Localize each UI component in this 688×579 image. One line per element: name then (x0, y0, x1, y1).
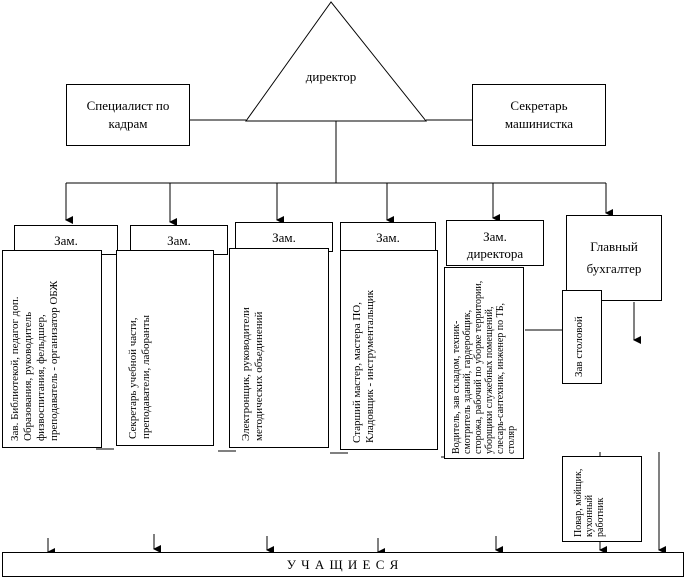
secretary-line2: машинистка (504, 116, 574, 131)
director-label: директор (305, 69, 357, 84)
deputy-5-staff: Водитель, зав складом, техник-смотритель… (451, 280, 517, 454)
director-triangle (245, 1, 428, 122)
deputy-4-head: Зам. (376, 230, 400, 245)
deputy-5-head-line2: директора (466, 246, 524, 261)
deputy-4-head-box: Зам. (340, 222, 436, 252)
hr-line1: Специалист по (86, 98, 170, 113)
canteen-head-box: Зав столовой (562, 290, 602, 384)
deputy-1-head: Зам. (54, 233, 78, 248)
accountant-line2: бухгалтер (586, 261, 642, 276)
students-label: У Ч А Щ И Е С Я (286, 557, 400, 572)
students-box: У Ч А Щ И Е С Я (2, 552, 684, 577)
deputy-4-staff: Старший мастер, мастера ПО, Кладовщик - … (351, 289, 376, 443)
deputy-1-body-box: Зав. Библиотекой, педагог доп. Образован… (2, 250, 102, 448)
deputy-2-head: Зам. (167, 233, 191, 248)
deputy-3-staff: Электронщик, руководители методических о… (240, 307, 265, 441)
kitchen-staff: Повар, мойщик, кухонный работник (573, 468, 606, 537)
deputy-5-head-box: Зам. директора (446, 220, 544, 266)
deputy-3-head: Зам. (272, 230, 296, 245)
deputy-3-body-box: Электронщик, руководители методических о… (229, 248, 329, 448)
hr-line2: кадрам (108, 116, 148, 131)
chief-accountant-box: Главный бухгалтер (566, 215, 662, 301)
deputy-4-body-box: Старший мастер, мастера ПО, Кладовщик - … (340, 250, 438, 450)
deputy-2-body-box: Секретарь учебной части, преподаватели, … (116, 250, 214, 446)
deputy-5-body-box: Водитель, зав складом, техник-смотритель… (444, 267, 524, 459)
deputy-5-head-line1: Зам. (483, 229, 507, 244)
secretary-box: Секретарь машинистка (472, 84, 606, 146)
hr-specialist-box: Специалист по кадрам (66, 84, 190, 146)
canteen-head: Зав столовой (573, 316, 585, 377)
deputy-2-staff: Секретарь учебной части, преподаватели, … (127, 315, 152, 439)
deputy-1-staff: Зав. Библиотекой, педагог доп. Образован… (9, 280, 60, 441)
secretary-line1: Секретарь (510, 98, 568, 113)
accountant-line1: Главный (590, 239, 638, 254)
kitchen-staff-box: Повар, мойщик, кухонный работник (562, 456, 642, 542)
